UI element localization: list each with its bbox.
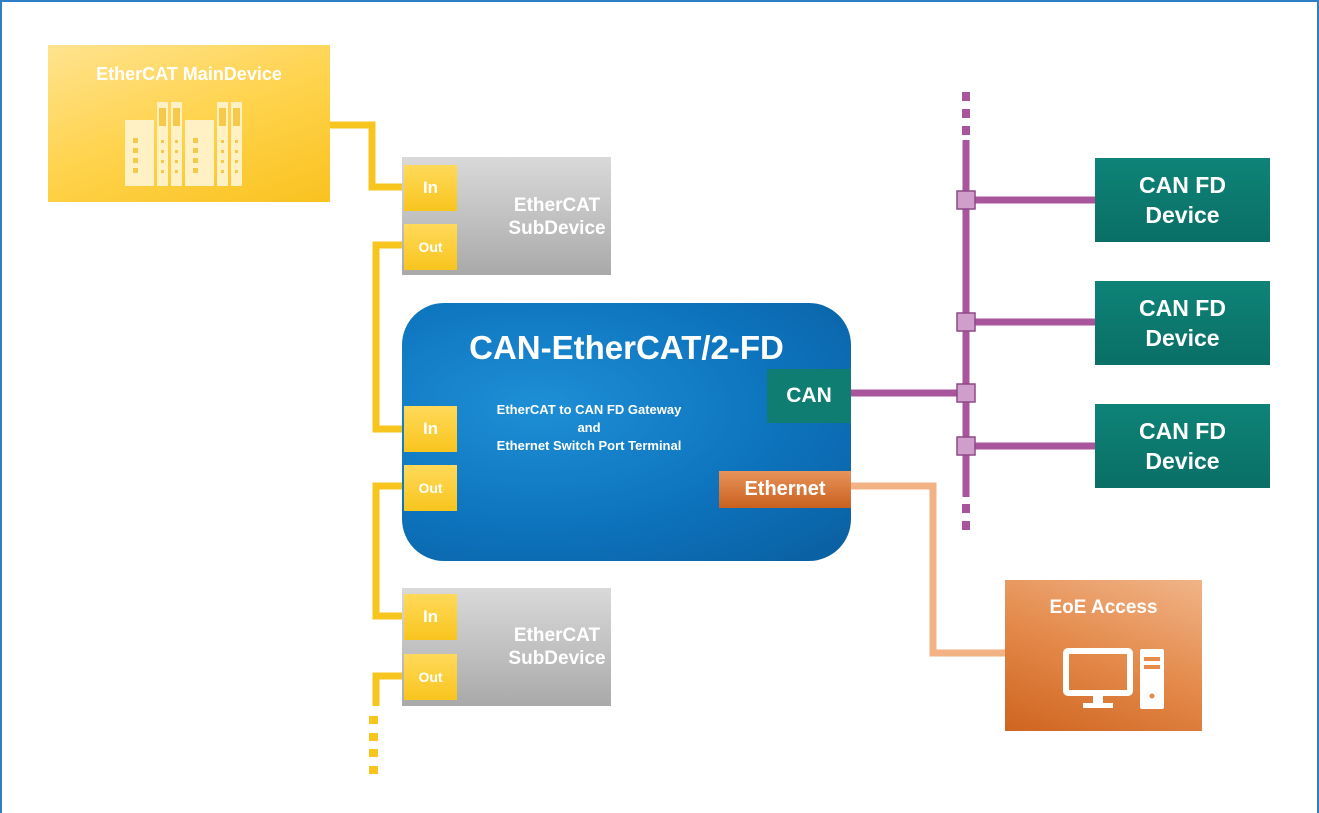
- ethercat-line-sub-out: [372, 672, 404, 706]
- ethercat-line-gateway-to-sub: [372, 482, 404, 620]
- can-fd-device-3-line2: Device: [1145, 448, 1220, 474]
- can-fd-device-3-line1: CAN FD: [1139, 418, 1226, 444]
- gateway-title: CAN-EtherCAT/2-FD: [469, 329, 784, 366]
- can-bus-dots-bottom: [962, 504, 970, 530]
- ethercat-continuation-dots: [369, 716, 378, 774]
- gateway-description: EtherCAT to CAN FD Gateway and Ethernet …: [454, 401, 724, 455]
- gateway-ethernet-port: Ethernet: [719, 471, 851, 508]
- can-fd-device-3: CAN FD Device: [1095, 404, 1270, 488]
- subdevice-top-out-port: Out: [404, 224, 457, 270]
- can-ethercat-gateway: CAN-EtherCAT/2-FD EtherCAT to CAN FD Gat…: [402, 303, 851, 561]
- subdevice-top-title-line2: SubDevice: [508, 218, 606, 239]
- plc-rack-icon: [125, 102, 242, 186]
- gateway-in-port: In: [404, 406, 457, 452]
- gateway-desc-line3: Ethernet Switch Port Terminal: [496, 438, 682, 453]
- can-bus-dots-top: [962, 92, 970, 135]
- can-fd-device-2-line1: CAN FD: [1139, 295, 1226, 321]
- subdevice-bottom-out-port: Out: [404, 654, 457, 700]
- ethercat-line-main-to-sub: [330, 121, 404, 191]
- subdevice-top-title: EtherCAT SubDevice: [497, 194, 617, 240]
- subdevice-top-in-port: In: [404, 165, 457, 211]
- eoe-access-box: EoE Access: [1005, 580, 1202, 731]
- subdevice-bottom-title: EtherCAT SubDevice: [497, 624, 617, 670]
- can-fd-device-1: CAN FD Device: [1095, 158, 1270, 242]
- subdevice-bottom-title-line1: EtherCAT: [513, 625, 601, 646]
- ethercat-maindevice-box: EtherCAT MainDevice: [48, 45, 330, 202]
- subdevice-bottom-title-line2: SubDevice: [508, 648, 606, 669]
- maindevice-title: EtherCAT MainDevice: [96, 64, 282, 84]
- can-bus-nodes: [956, 190, 976, 456]
- computer-icon: [1063, 648, 1164, 709]
- gateway-can-port: CAN: [767, 369, 851, 423]
- gateway-out-port: Out: [404, 465, 457, 511]
- ethernet-line: [851, 482, 1005, 657]
- ethercat-line-sub-to-gateway: [372, 241, 404, 433]
- subdevice-bottom-in-port: In: [404, 594, 457, 640]
- gateway-desc-line2: and: [577, 420, 601, 435]
- can-fd-device-1-line1: CAN FD: [1139, 172, 1226, 198]
- eoe-title: EoE Access: [1049, 597, 1158, 618]
- can-fd-device-2: CAN FD Device: [1095, 281, 1270, 365]
- can-fd-device-2-line2: Device: [1145, 325, 1220, 351]
- subdevice-top-title-line1: EtherCAT: [513, 195, 601, 216]
- gateway-desc-line1: EtherCAT to CAN FD Gateway: [496, 402, 682, 417]
- can-fd-device-1-line2: Device: [1145, 202, 1220, 228]
